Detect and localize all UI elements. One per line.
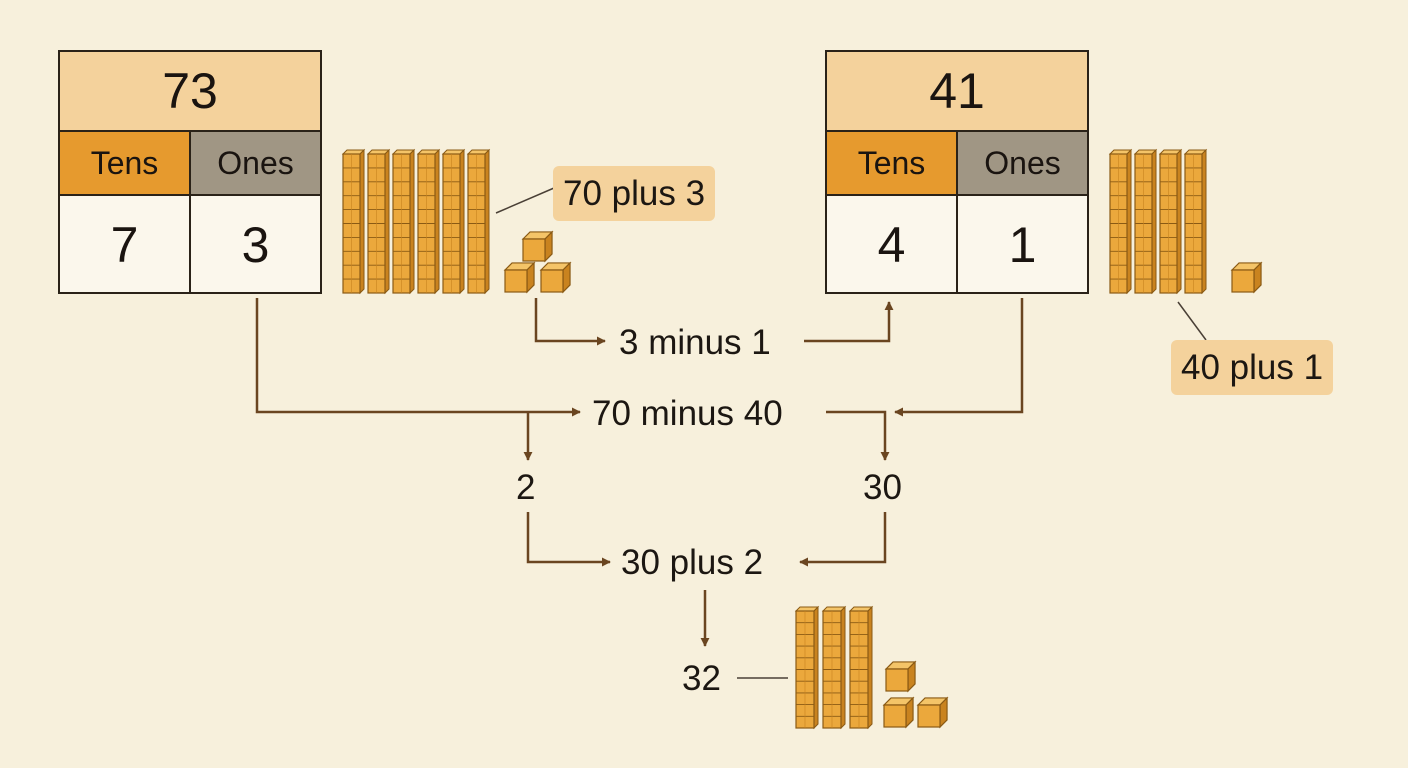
right-ones-digit: 1: [1008, 217, 1037, 273]
unit-cube: [521, 230, 554, 263]
flow-arrows: [255, 298, 1024, 647]
arrow-ones-difference-to-right-table: [804, 301, 894, 343]
step-recombine: 30 plus 2: [621, 543, 764, 582]
step-ones-result: 2: [516, 468, 536, 507]
ten-rod: [441, 148, 466, 295]
unit-cube: [1230, 261, 1263, 294]
unit-cube: [916, 696, 949, 729]
unit-cube: [539, 261, 572, 294]
arrow-tens-difference-to-tens-result: [826, 410, 890, 461]
base-ten-blocks-left: [341, 148, 572, 295]
ten-rod: [821, 605, 847, 730]
right-tens-header: Tens: [827, 132, 958, 194]
ten-rod: [466, 148, 491, 295]
arrow-ones-result-to-recombine: [526, 512, 611, 567]
place-value-table-left: 73 Tens Ones 7 3: [58, 50, 322, 294]
step-ones-difference: 3 minus 1: [619, 323, 771, 362]
ten-rod: [794, 605, 820, 730]
base-ten-blocks-right: [1108, 148, 1263, 295]
leader-left-callout: [495, 187, 555, 214]
step-answer: 32: [682, 659, 721, 698]
arrow-left-table-to-tens-difference: [255, 298, 581, 417]
ten-rod: [1108, 148, 1133, 295]
unit-cube: [884, 660, 917, 693]
step-tens-difference: 70 minus 40: [592, 394, 783, 433]
ten-rod: [1158, 148, 1183, 295]
callout-right-expanded-form: 40 plus 1: [1171, 340, 1334, 395]
ten-rod: [341, 148, 366, 295]
right-number: 41: [827, 52, 1087, 132]
left-tens-digit: 7: [60, 196, 191, 294]
arrow-ones-to-ones-difference: [534, 298, 606, 346]
left-ones-digit: 3: [241, 217, 270, 273]
unit-cube: [882, 696, 915, 729]
left-ones-header: Ones: [191, 132, 320, 194]
left-tens-header: Tens: [60, 132, 191, 194]
step-tens-result: 30: [863, 468, 902, 507]
place-value-table-right: 41 Tens Ones 4 1: [825, 50, 1089, 294]
arrow-tens-result-to-recombine: [799, 512, 887, 567]
leader-right-callout: [1177, 301, 1207, 341]
ten-rod: [391, 148, 416, 295]
callout-left-expanded-form: 70 plus 3: [553, 166, 716, 221]
ten-rod: [1133, 148, 1158, 295]
arrow-right-table-to-tens-difference: [894, 298, 1024, 417]
left-number: 73: [60, 52, 320, 132]
right-ones-header: Ones: [958, 132, 1087, 194]
right-tens-digit: 4: [827, 196, 958, 294]
unit-cube: [503, 261, 536, 294]
ten-rod: [416, 148, 441, 295]
leader-lines: [495, 187, 1207, 679]
ten-rod: [848, 605, 874, 730]
base-ten-blocks-answer: [794, 605, 949, 730]
ten-rod: [366, 148, 391, 295]
ten-rod: [1183, 148, 1208, 295]
